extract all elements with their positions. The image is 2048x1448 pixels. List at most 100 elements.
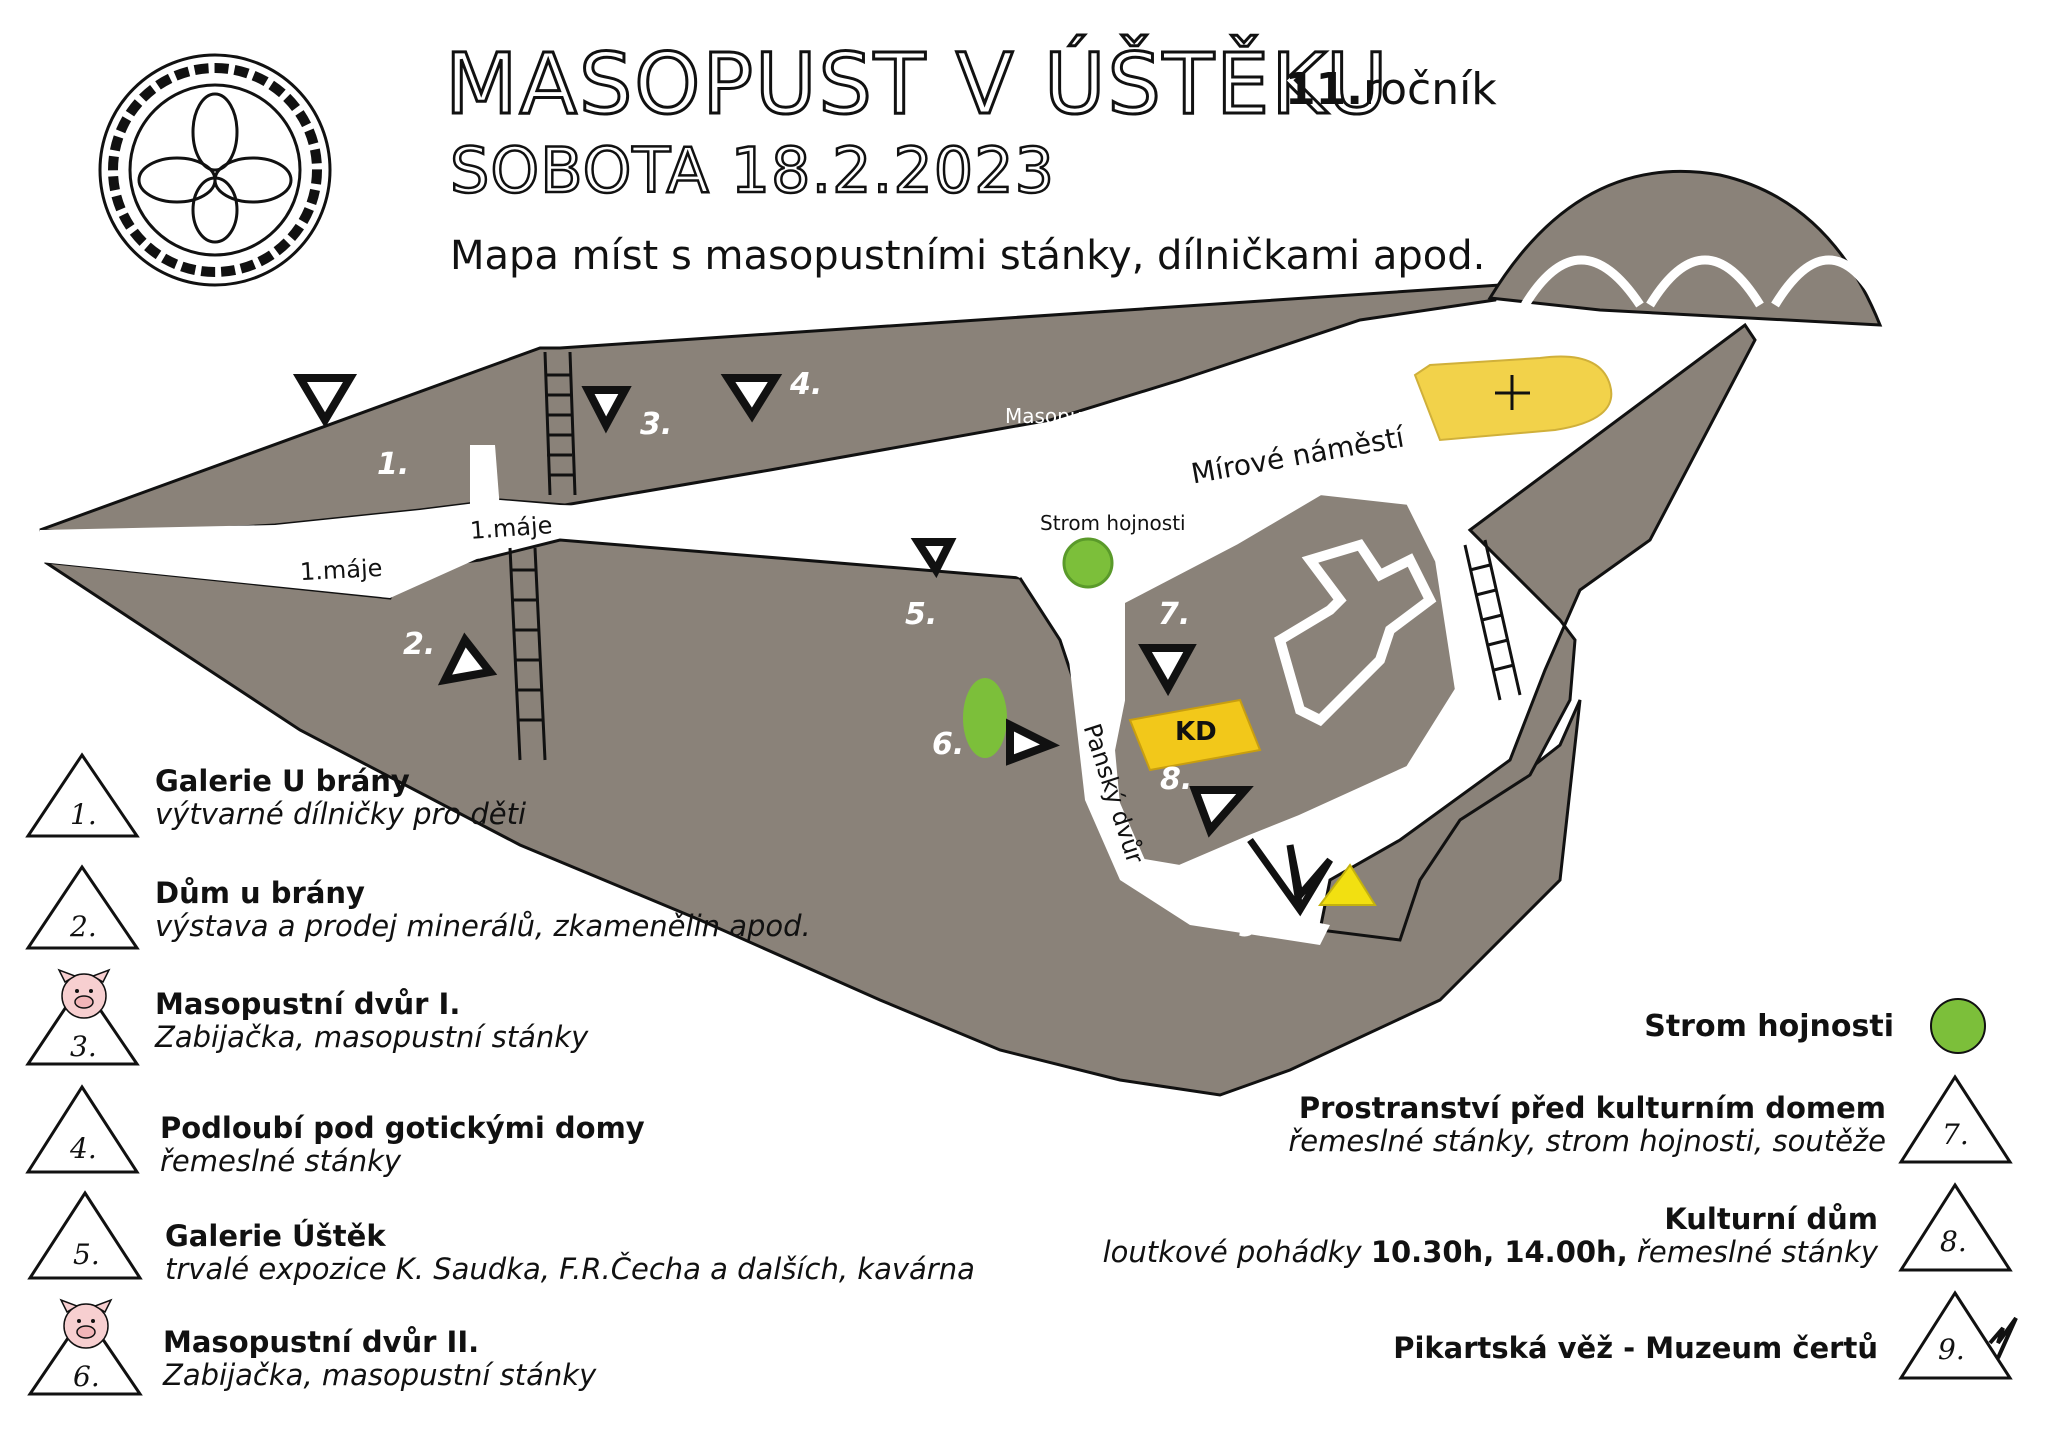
- legend-right-9: Pikartská věž - Muzeum čertů: [1393, 1331, 1878, 1365]
- edition-number: 11.: [1285, 64, 1363, 115]
- legend-num-6: 6.: [73, 1360, 100, 1393]
- road-maje: [40, 500, 1050, 598]
- edition: 11.ročník: [1285, 68, 1497, 112]
- pig-icon: [57, 968, 111, 1019]
- legend-title-4: Podloubí pod gotickými domy: [160, 1111, 645, 1145]
- street-label-maje-1: 1.máje: [299, 553, 384, 587]
- legend-num-3: 3.: [70, 1030, 97, 1063]
- tree-legend-icon: [1930, 998, 1986, 1054]
- legend-text-6: Masopustní dvůr II. Zabijačka, masopustn…: [163, 1325, 597, 1393]
- marker-9-tower: [1247, 837, 1334, 917]
- legend-right-triangle-9: [1898, 1290, 2018, 1380]
- event-date: SOBOTA 18.2.2023: [449, 134, 1056, 207]
- legend-right-triangle-8: [1898, 1182, 2013, 1272]
- legend-triangle-1: [25, 752, 140, 838]
- marker-5-label: 5.: [905, 597, 938, 632]
- legend-num-5: 5.: [73, 1238, 100, 1271]
- legend-text-5: Galerie Úštěk trvalé expozice K. Saudka,…: [165, 1219, 975, 1287]
- legend-right-7: Prostranství před kulturním domem řemesl…: [1288, 1091, 1886, 1159]
- inner-blocks: [1104, 484, 1466, 876]
- ground-areas: [39, 169, 1883, 1097]
- marker-8-triangle: [1189, 786, 1254, 838]
- kd-building: [1128, 698, 1262, 772]
- legend-text-4: Podloubí pod gotickými domy řemeslné stá…: [160, 1111, 645, 1179]
- page-title: MASOPUST V ÚŠTĚKU: [444, 35, 1390, 133]
- map-markers: [292, 374, 1254, 838]
- church: [1413, 355, 1613, 442]
- legend-title-5: Galerie Úštěk: [165, 1219, 386, 1253]
- legend-desc-6: Zabijačka, masopustní stánky: [163, 1358, 597, 1393]
- legend-desc-4: řemeslné stánky: [160, 1144, 402, 1179]
- legend-text-2: Dům u brány výstava a prodej minerálů, z…: [155, 876, 811, 944]
- marker-2-label: 2.: [403, 627, 436, 662]
- road-gate-notch: [470, 445, 500, 515]
- legend-right-8: Kulturní dům loutkové pohádky 10.30h, 14…: [1103, 1202, 1878, 1270]
- legend-text-3: Masopustní dvůr I. Zabijačka, masopustní…: [155, 987, 589, 1055]
- marker-2-triangle: [437, 632, 498, 686]
- place-label-kd: KD: [1175, 717, 1217, 747]
- place-label-tree: Strom hojnosti: [1040, 511, 1186, 535]
- legend-right-num-7: 7.: [1942, 1118, 1969, 1151]
- street-label-maje-2: 1.máje: [469, 511, 554, 545]
- marker-7-triangle: [1138, 644, 1197, 697]
- ground-north-strip: [39, 283, 1503, 537]
- legend-title-3: Masopustní dvůr I.: [155, 987, 461, 1021]
- legend-right-title-8: Kulturní dům: [1664, 1202, 1878, 1236]
- legend-text-1: Galerie U brány výtvarné dílničky pro dě…: [155, 764, 527, 832]
- legend-right-desc-8a: loutkové pohádky: [1102, 1235, 1371, 1270]
- legend-right-title-7: Prostranství před kulturním domem: [1298, 1091, 1886, 1125]
- legend-title-1: Galerie U brány: [155, 764, 410, 798]
- legend-triangle-2: [25, 864, 140, 950]
- marker-8-label: 8.: [1160, 762, 1193, 797]
- legend-triangle-5: [27, 1190, 143, 1280]
- legend-right-triangle-7: [1898, 1074, 2013, 1164]
- tower-triangle: [1318, 863, 1377, 906]
- marker-3-triangle: [581, 386, 632, 434]
- roads: [40, 445, 1330, 945]
- marker-6-label: 6.: [932, 727, 965, 762]
- tree-of-plenty: [1062, 537, 1114, 589]
- gate-ladders: [508, 351, 1522, 761]
- kd-building-outline: [1274, 539, 1437, 727]
- marker-4-triangle: [720, 374, 783, 423]
- legend-num-1: 1.: [70, 798, 97, 831]
- map-subtitle: Mapa míst s masopustními stánky, dílničk…: [450, 233, 1486, 279]
- legend-desc-3: Zabijačka, masopustní stánky: [155, 1020, 589, 1055]
- marker-6-triangle: [1006, 718, 1060, 766]
- marker-3-label: 3.: [640, 407, 673, 442]
- legend-right-title-9: Pikartská věž - Muzeum čertů: [1393, 1331, 1878, 1365]
- edition-word: ročník: [1362, 64, 1497, 115]
- legend-right-desc-8b: 10.30h, 14.00h,: [1370, 1235, 1628, 1270]
- legend-desc-5: trvalé expozice K. Saudka, F.R.Čecha a d…: [165, 1252, 975, 1287]
- legend-num-2: 2.: [70, 910, 97, 943]
- marker-1-label: 1.: [377, 447, 410, 482]
- legend-right-title-tree: Strom hojnosti: [1644, 1009, 1894, 1044]
- marker-7-label: 7.: [1158, 597, 1191, 632]
- legend-title-2: Dům u brány: [155, 876, 365, 910]
- legend-right-desc-7: řemeslné stánky, strom hojnosti, soutěže: [1288, 1124, 1886, 1159]
- legend-right-desc-8: loutkové pohádky 10.30h, 14.00h, řemesln…: [1103, 1236, 1878, 1269]
- legend-right-tree: Strom hojnosti: [1644, 1009, 1894, 1045]
- marker-9-label: 9.: [1238, 909, 1271, 944]
- legend-desc-1: výtvarné dílničky pro děti: [155, 797, 527, 832]
- road-pansky: [1065, 625, 1330, 945]
- legend-num-4: 4.: [70, 1132, 97, 1165]
- bush: [963, 678, 1007, 758]
- marker-5-triangle: [910, 538, 957, 579]
- logo: [98, 53, 332, 287]
- legend-right-num-8: 8.: [1940, 1225, 1967, 1258]
- place-label-hospoda: Masopustní hospoda: [1005, 404, 1120, 451]
- legend-triangle-6: [27, 1310, 143, 1396]
- legend-triangle-4: [25, 1084, 140, 1174]
- ground-hill: [1487, 169, 1883, 327]
- legend-desc-2: výstava a prodej minerálů, zkamenělin ap…: [155, 909, 811, 944]
- pig-icon: [59, 1298, 113, 1349]
- hill-arches: [1521, 255, 1884, 308]
- legend-title-6: Masopustní dvůr II.: [163, 1325, 480, 1359]
- legend-triangle-3: [25, 980, 140, 1066]
- legend-right-num-9: 9.: [1938, 1333, 1965, 1366]
- legend-right-desc-8c: řemeslné stánky: [1627, 1235, 1878, 1270]
- marker-4-label: 4.: [790, 367, 823, 402]
- marker-1-triangle: [292, 374, 358, 428]
